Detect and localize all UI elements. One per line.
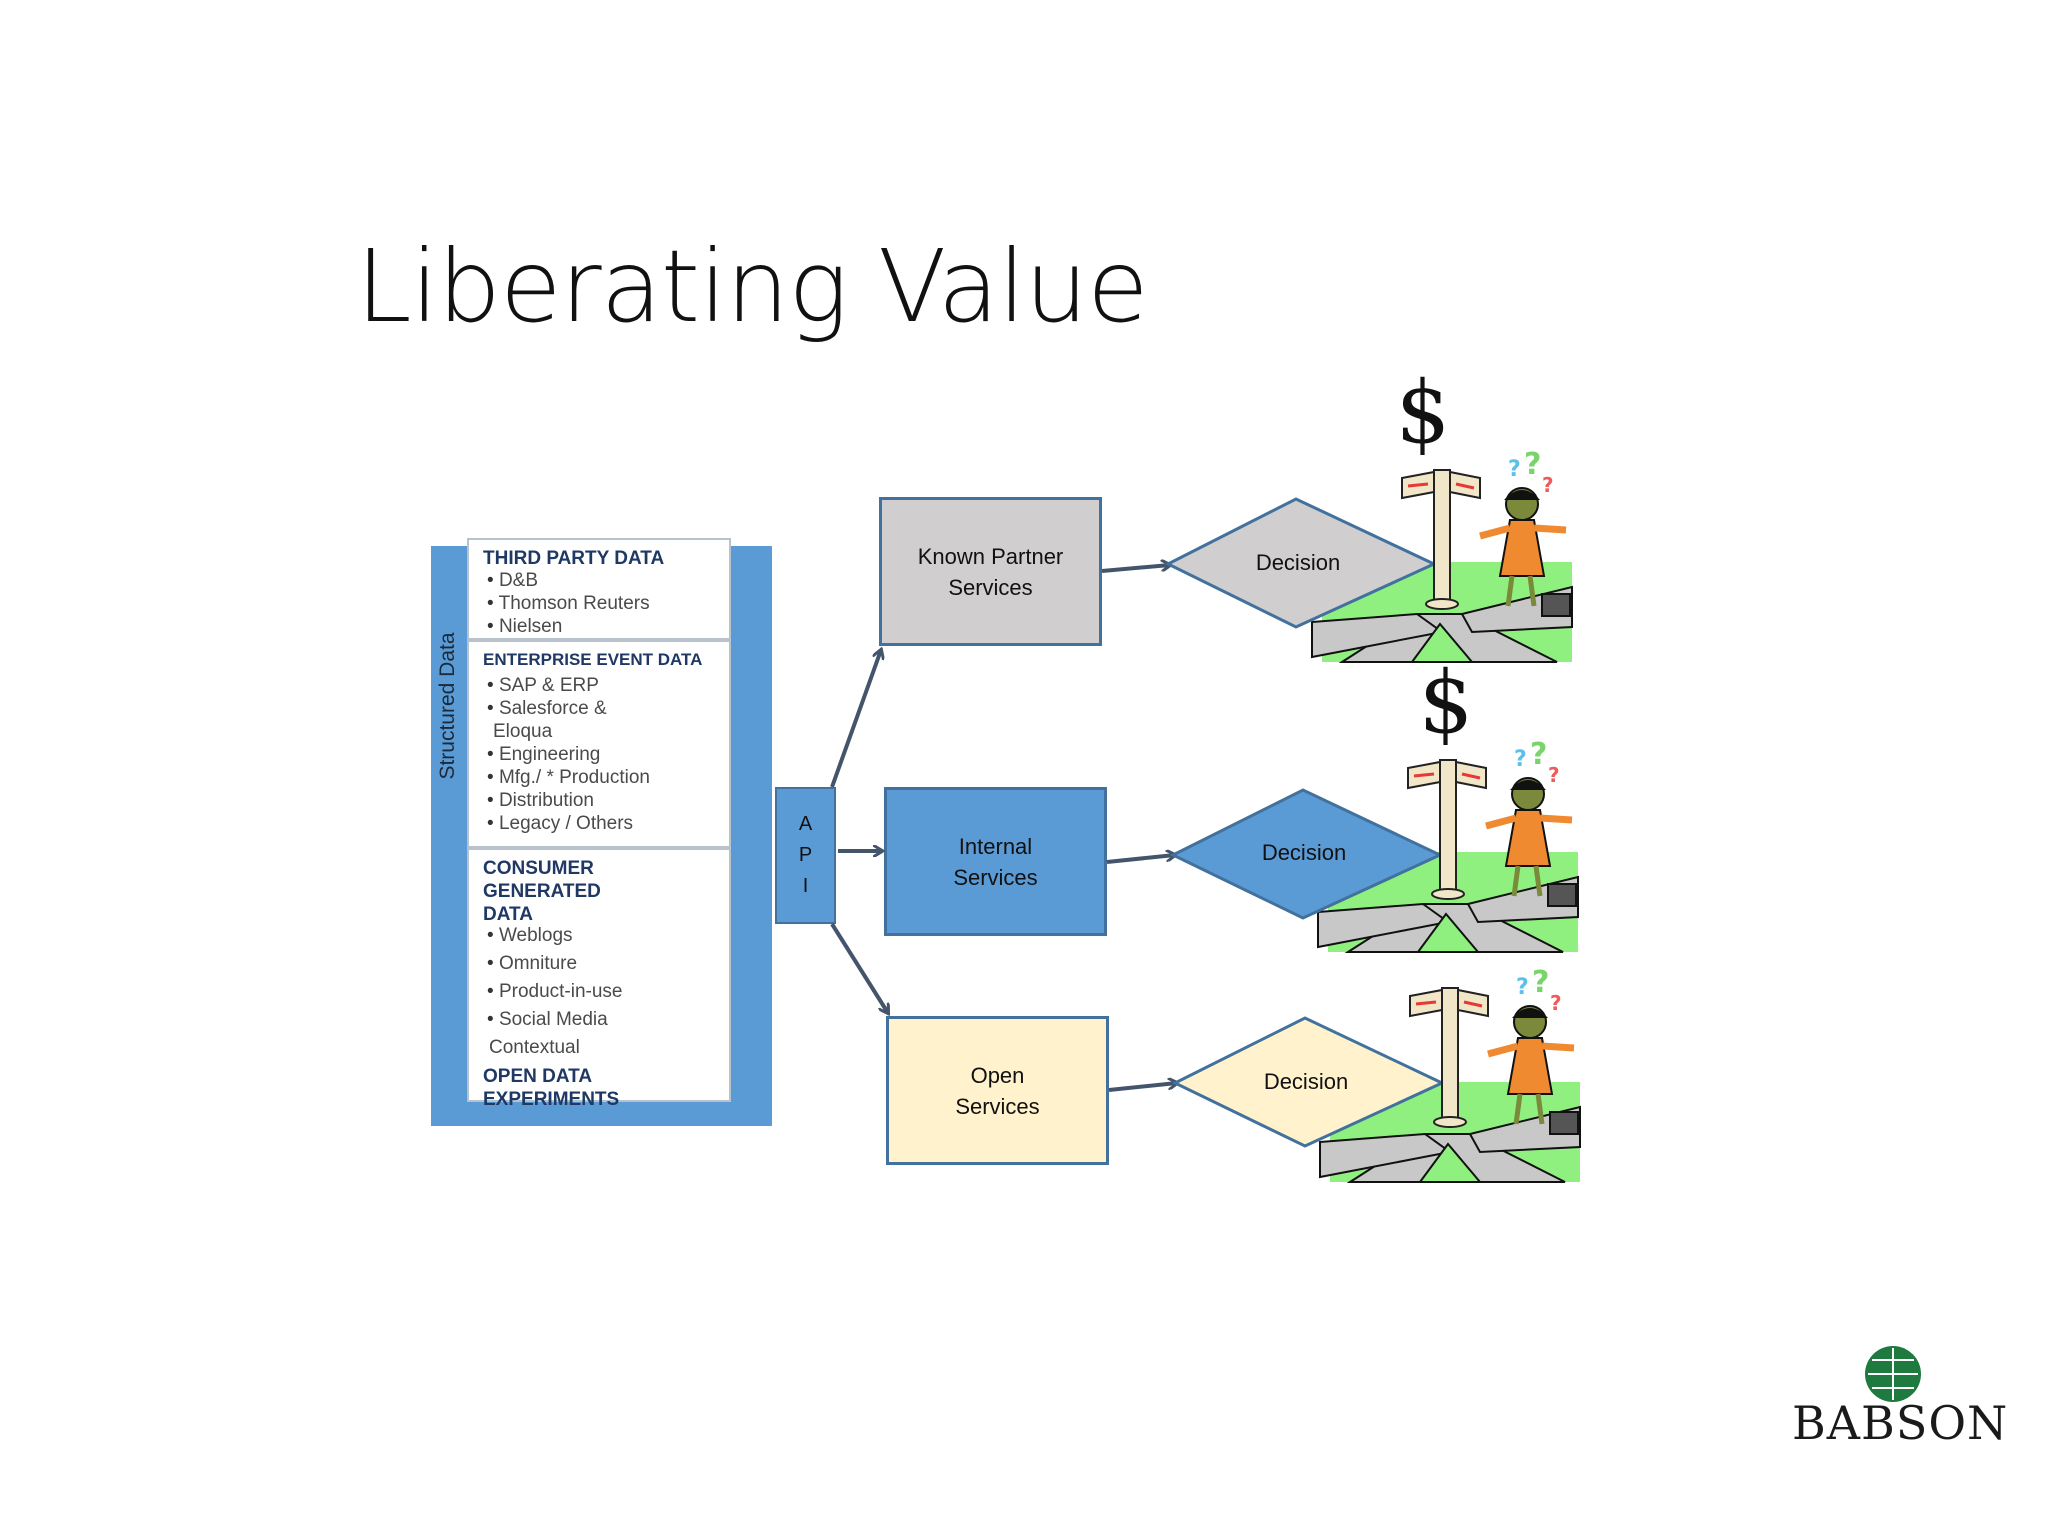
list-item: Distribution [487, 789, 715, 812]
open-services-box: Open Services [886, 1016, 1109, 1165]
question-marks-1: ? ? ? [1508, 447, 1554, 497]
svg-text:?: ? [1548, 763, 1560, 787]
list-item: Social Media [487, 1006, 715, 1034]
open-data-heading-line2: EXPERIMENTS [483, 1089, 620, 1111]
list-item: Nielsen [487, 615, 715, 638]
arrow-api-to-partner [830, 650, 881, 788]
signpost-2 [1407, 759, 1487, 900]
signpost-3 [1409, 987, 1489, 1128]
list-item: Legacy / Others [487, 812, 715, 835]
list-item: Product-in-use [487, 978, 715, 1006]
svg-text:?: ? [1514, 747, 1527, 772]
third-party-data-panel: THIRD PARTY DATA D&B Thomson Reuters Nie… [467, 538, 731, 640]
confused-person-3 [1487, 1005, 1579, 1135]
svg-text:?: ? [1508, 457, 1521, 482]
svg-text:?: ? [1530, 737, 1547, 772]
question-marks-3: ? ? ? [1516, 965, 1562, 1015]
api-block: A P I [775, 787, 836, 924]
svg-text:?: ? [1532, 965, 1549, 1000]
enterprise-event-data-panel: ENTERPRISE EVENT DATA SAP & ERP Salesfor… [467, 640, 731, 848]
arrow-api-to-open [830, 922, 888, 1013]
consumer-heading-line2: DATA [483, 903, 533, 925]
api-letter: I [802, 875, 809, 897]
open-data-heading-line1: OPEN DATA [483, 1066, 593, 1088]
svg-text:?: ? [1516, 975, 1529, 1000]
list-item: Eloqua [493, 721, 553, 743]
svg-text:?: ? [1524, 447, 1541, 482]
list-item: Engineering [487, 743, 715, 766]
internal-services-box: Internal Services [884, 787, 1107, 936]
svg-text:?: ? [1542, 473, 1554, 497]
dollar-sign-2: $ [1419, 653, 1474, 753]
decision-label-open: Decision [1263, 1069, 1349, 1094]
list-item: Thomson Reuters [487, 592, 715, 615]
list-item: Weblogs [487, 922, 715, 950]
api-letter: P [798, 844, 813, 866]
decision-label-internal: Decision [1261, 840, 1347, 865]
known-partner-services-box: Known Partner Services [879, 497, 1102, 646]
question-marks-2: ? ? ? [1514, 737, 1560, 787]
slide-title: Liberating Value [356, 228, 1149, 345]
list-item: Omniture [487, 950, 715, 978]
third-party-heading: THIRD PARTY DATA [483, 548, 665, 569]
confused-person-2 [1485, 777, 1577, 907]
babson-globe-icon [1865, 1346, 1921, 1402]
arrow-partner-to-decision [1101, 565, 1170, 573]
confused-person-1 [1479, 487, 1571, 617]
signpost-1 [1401, 469, 1481, 610]
contextual-text: Contextual [489, 1037, 580, 1059]
api-letter: A [798, 813, 813, 835]
decision-label-partner: Decision [1255, 550, 1341, 575]
list-item: SAP & ERP [487, 674, 715, 697]
enterprise-heading: ENTERPRISE EVENT DATA [483, 650, 703, 669]
babson-logo-text: BABSON [1792, 1396, 2009, 1450]
arrow-open-to-decision [1108, 1083, 1177, 1092]
consumer-heading-line1: CONSUMER GENERATED [483, 858, 601, 902]
arrow-internal-to-decision [1106, 855, 1175, 864]
list-item: Salesforce & [487, 697, 715, 720]
svg-text:?: ? [1550, 991, 1562, 1015]
list-item: D&B [487, 569, 715, 592]
list-item: Mfg./ * Production [487, 766, 715, 789]
dollar-sign-1: $ [1396, 363, 1451, 463]
consumer-generated-data-panel: CONSUMER GENERATED DATA Weblogs Omniture… [467, 848, 731, 1110]
